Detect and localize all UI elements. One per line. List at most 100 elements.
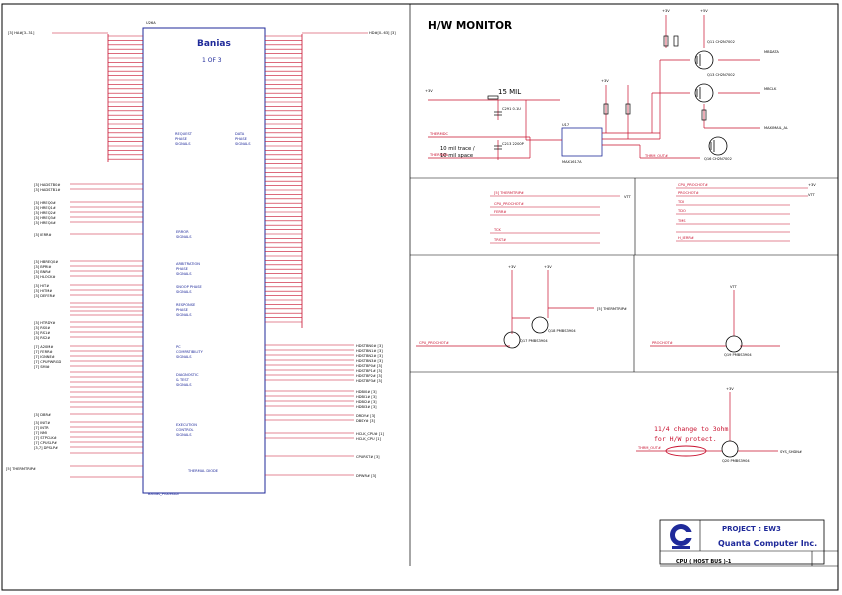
sensor-chip — [561, 127, 603, 157]
net-ierr: [3] IERR# — [34, 233, 52, 237]
net-hdbi1: HDBI1# [3] — [356, 395, 377, 399]
net-dbsy: DBSY# [3] — [356, 419, 375, 423]
sig-prochot-b: PROCHOT# — [652, 341, 673, 345]
net-hlock: [3] HLOCK# — [34, 275, 56, 279]
net-thermtrip: [5] THERMTRIP# — [6, 467, 36, 471]
sig-trst: TRST# — [493, 238, 506, 242]
net-hdstbp2: HDSTBP2# [3] — [356, 374, 383, 378]
sig-ferr: FERR# — [494, 210, 506, 214]
thermtrip-circuit: CPU_PROCHOT# [5] THERMTRIP# +3V +3V Q17 … — [416, 265, 627, 349]
jtag-resistors: [5] THERMTRIP# CPU_PROCHOT# FERR# TCK TR… — [490, 183, 816, 244]
sig-tms: TMS — [677, 219, 686, 223]
net-hdbi0: HDBI0# [3] — [356, 390, 377, 394]
net-hdstbn3: HDSTBN3# [3] — [356, 359, 383, 363]
company-logo — [670, 524, 693, 549]
rail-vtt-a: VTT — [624, 195, 632, 199]
sig-h-ierr: H_IERR# — [678, 236, 694, 240]
sig-sys-shdn: SYS_SHDN# — [780, 450, 802, 454]
rail-3v-f: +3V — [544, 265, 552, 269]
sheet-border — [1, 3, 839, 591]
net-hdstbn1: HDSTBN1# [3] — [356, 349, 383, 353]
rail-3v-e: +3V — [508, 265, 516, 269]
net-ha-bus: [3] HA#[3..31] — [8, 31, 35, 35]
company-name: Quanta Computer Inc. — [718, 539, 817, 548]
transistor-q20 — [721, 440, 739, 458]
net-hreq3: [3] HREQ3# — [34, 216, 56, 220]
net-hdbi2: HDBI2# [3] — [356, 400, 377, 404]
net-cpurst: CPURST# [3] — [356, 455, 380, 459]
net-init: [3] INIT# — [34, 421, 50, 425]
sig-cpu-prochot-b: CPU_PROCHOT# — [678, 183, 708, 187]
resistor-r112 — [487, 95, 499, 100]
net-rs1: [3] RS1# — [34, 331, 50, 335]
resistor-r147 — [673, 35, 679, 47]
sig-mbdata: MBDATA — [764, 50, 779, 54]
net-dbr: [3] DBR# — [34, 413, 51, 417]
net-hreq2: [3] HREQ2# — [34, 211, 56, 215]
net-htrdy: [3] HTRDY# — [34, 321, 55, 325]
rail-3v-b: +3V — [662, 9, 670, 13]
net-ferr: [7] FERR# — [34, 350, 53, 354]
part-q13: Q13 CH2N7002 — [707, 73, 735, 77]
sig-prochot: PROCHOT# — [678, 191, 699, 195]
cpu-footer: Banias_Processor — [148, 492, 180, 496]
net-rs2: [3] RS2# — [34, 336, 50, 340]
cpu-right-data-pins — [265, 35, 302, 323]
net-cpupwrgd: [7] CPUPWRGD — [34, 360, 62, 364]
net-ignne: [7] IGNNE# — [34, 355, 55, 359]
net-hdbi3: HDBI3# [3] — [356, 405, 377, 409]
net-hreq1: [3] HREQ1# — [34, 206, 56, 210]
net-hadstb0: [3] HADSTB0# — [34, 183, 60, 187]
rail-vtt-c: VTT — [730, 285, 738, 289]
net-hitm: [3] HITM# — [34, 289, 52, 293]
sig-thermtrip-jtag: [5] THERMTRIP# — [494, 191, 524, 195]
transistor-q18 — [531, 316, 549, 334]
rail-3v-g: +3V — [726, 387, 734, 391]
sig-thrm-out-b: THRM_OUT# — [637, 446, 661, 450]
part-q11: Q11 CH2N7002 — [707, 40, 735, 44]
sensor-ref: U17 — [562, 123, 569, 127]
part-q20: Q20 PMBS3904 — [722, 459, 750, 463]
resistor-r136 — [701, 109, 707, 121]
part-q18: Q18 PMBS3904 — [548, 329, 576, 333]
part-c291: C291 0.1U — [502, 107, 521, 111]
net-hreq0: [3] HREQ0# — [34, 201, 56, 205]
doc-title: CPU ( HOST BUS )-1 — [676, 559, 732, 565]
note-line-1: 11/4 change to 3ohm — [654, 425, 728, 433]
net-dpslp: [3,7] DPSLP# — [34, 446, 58, 450]
space-note-line-1: 10 mil trace / — [440, 146, 475, 152]
project-label: PROJECT : EW3 — [722, 525, 781, 533]
net-defer: [3] DEFER# — [34, 294, 55, 298]
sig-thermdc: THERMDC — [429, 132, 449, 136]
sig-tck: TCK — [493, 228, 501, 232]
net-hdstbp3: HDSTBP3# [3] — [356, 379, 383, 383]
net-hit: [3] HIT# — [34, 284, 49, 288]
note-circle — [665, 445, 707, 457]
sig-tdi: TDI — [677, 200, 684, 204]
prochot-circuit: PROCHOT# VTT Q19 PMBS3904 — [650, 285, 780, 357]
mosfet-q16 — [708, 136, 728, 156]
net-bpri: [3] BPRI# — [34, 265, 51, 269]
rail-5v-a: +5V — [700, 9, 708, 13]
part-c213: C213 2200P — [502, 142, 525, 146]
shutdown-circuit: 11/4 change to 3ohm for H/W protect. THR… — [636, 387, 802, 463]
cpu-left-nets: [3] HADSTB0# [3] HADSTB1# [3] HREQ0# [3]… — [6, 183, 62, 471]
net-intr: [7] INTR — [34, 426, 49, 430]
part-q16: Q16 CH2N7002 — [704, 157, 732, 161]
part-q19: Q19 PMBS3904 — [724, 353, 752, 357]
hw-monitor-title: H/W MONITOR — [428, 20, 512, 32]
cpu-name: Banias — [197, 39, 231, 49]
net-hdstbn0: HDSTBN0# [3] — [356, 344, 383, 348]
sensor-part: MAX1617A — [562, 160, 582, 164]
net-rs0: [3] RS0# — [34, 326, 50, 330]
transistor-q19 — [725, 335, 743, 353]
note-line-2: for H/W protect. — [654, 435, 717, 443]
cpu-right-nets: HDSTBN0# [3] HDSTBN1# [3] HDSTBN2# [3] H… — [356, 344, 385, 478]
net-hclk-cpu-n: HCLK_CPU# [1] — [356, 432, 385, 436]
